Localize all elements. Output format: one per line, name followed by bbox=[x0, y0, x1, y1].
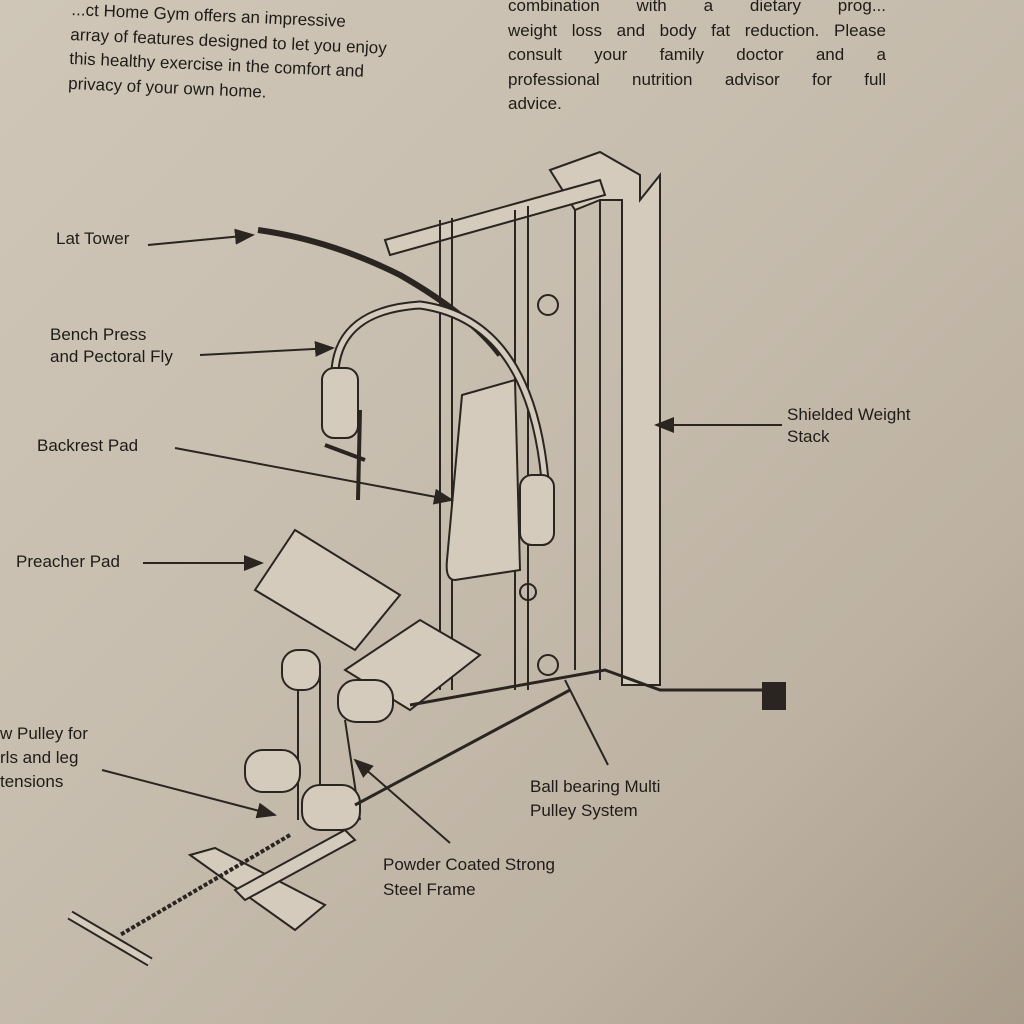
label-line: Bench Press bbox=[50, 325, 147, 344]
label-line: Powder Coated Strong bbox=[383, 855, 555, 874]
label-backrest-pad: Backrest Pad bbox=[37, 436, 139, 455]
intro-paragraph-right: combination with a dietary prog... weigh… bbox=[508, 0, 886, 117]
label-weight-stack: Shielded Weight Stack bbox=[787, 404, 911, 448]
label-bench-press: Bench Press and Pectoral Fly bbox=[50, 324, 173, 368]
label-steel-frame: Powder Coated Strong Steel Frame bbox=[383, 852, 555, 902]
label-low-pulley: w Pulley for rls and leg tensions bbox=[0, 722, 88, 794]
text-line: consult your family doctor and a bbox=[508, 45, 886, 64]
label-line: rls and leg bbox=[0, 748, 79, 767]
label-line: Pulley System bbox=[530, 801, 638, 820]
label-line: tensions bbox=[0, 772, 64, 791]
label-ball-bearing: Ball bearing Multi Pulley System bbox=[530, 775, 660, 823]
label-line: Steel Frame bbox=[383, 880, 476, 899]
label-lat-tower: Lat Tower bbox=[56, 229, 130, 248]
label-line: and Pectoral Fly bbox=[50, 347, 173, 366]
label-line: Ball bearing Multi bbox=[530, 777, 661, 796]
label-line: w Pulley for bbox=[0, 724, 88, 743]
text-line: combination with a dietary prog... bbox=[508, 0, 886, 15]
label-preacher-pad: Preacher Pad bbox=[16, 552, 120, 571]
label-line: Stack bbox=[787, 427, 830, 446]
text-line: professional nutrition advisor for full bbox=[508, 69, 886, 89]
label-line: Shielded Weight bbox=[787, 405, 911, 424]
text-line: weight loss and body fat reduction. Plea… bbox=[508, 20, 886, 40]
text-line: advice. bbox=[508, 94, 562, 113]
